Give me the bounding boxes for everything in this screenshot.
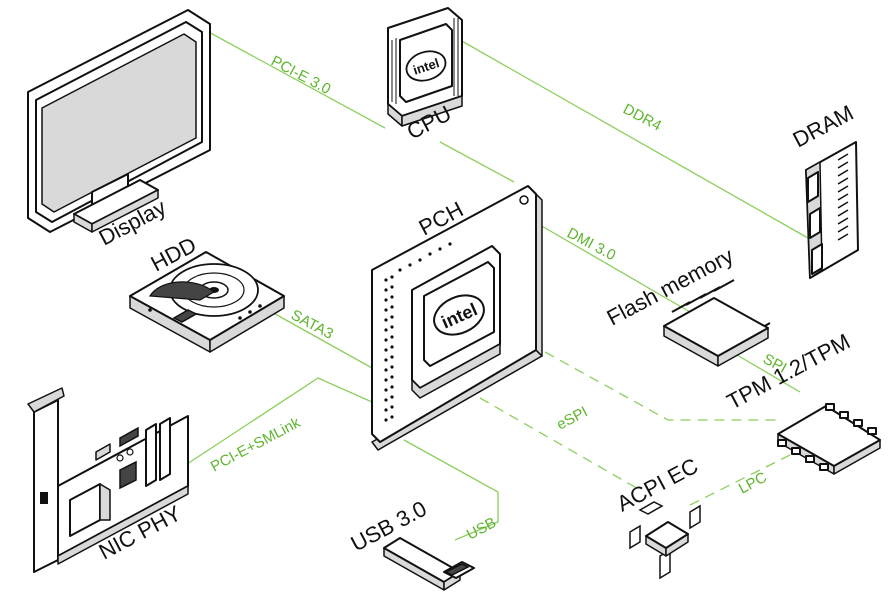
ddr4-label: DDR4	[620, 101, 664, 135]
acpi-ec-icon	[629, 501, 701, 580]
pcie-smlink-label: PCI-E+SMLink	[208, 414, 304, 476]
dmi-line	[539, 224, 691, 313]
sata-line	[267, 309, 373, 369]
acpi-tpm-line	[689, 449, 801, 506]
nic-card-icon	[27, 387, 189, 573]
usb-stick-icon	[383, 537, 475, 591]
tpm-chip-icon	[777, 403, 881, 475]
cpu-chip-icon: intel	[387, 7, 463, 127]
bus-lines	[177, 29, 809, 541]
lpc-label: LPC	[736, 469, 770, 498]
pcie-line	[204, 29, 386, 129]
flash-memory-icon	[663, 279, 771, 367]
pcie-smlink-line	[177, 377, 373, 471]
lpc-line	[544, 351, 780, 421]
ddr4-line	[459, 39, 809, 239]
pcie-label: PCI-E 3.0	[268, 53, 333, 99]
espi-line	[479, 397, 641, 491]
cpu-pch-line	[439, 141, 515, 183]
display-icon	[27, 9, 211, 233]
espi-label: eSPI	[554, 403, 591, 433]
dram-module-icon	[805, 141, 859, 279]
pch-chip-icon: intel	[371, 185, 543, 451]
sata-label: SATA3	[288, 307, 336, 343]
usb-bus-label: USB	[464, 514, 499, 543]
hdd-icon	[129, 251, 285, 353]
dram-label: DRAM	[789, 100, 858, 152]
usb-line	[403, 439, 499, 541]
